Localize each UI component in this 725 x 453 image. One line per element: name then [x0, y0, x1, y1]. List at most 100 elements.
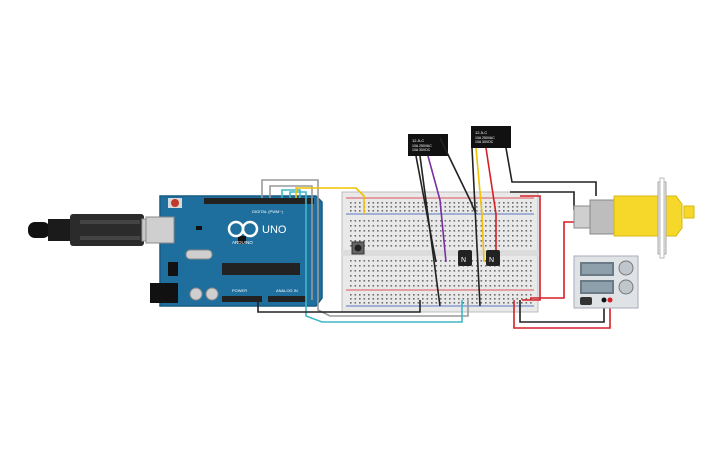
breadboard-hole: [503, 275, 505, 277]
breadboard-hole: [426, 240, 429, 242]
breadboard-hole: [440, 294, 442, 296]
breadboard-hole: [377, 285, 379, 287]
breadboard-hole: [377, 240, 379, 242]
breadboard-hole: [359, 260, 361, 262]
breadboard-hole: [359, 235, 361, 237]
breadboard-hole: [525, 240, 528, 242]
breadboard-hole: [363, 280, 366, 282]
arduino-board[interactable]: [145, 195, 323, 307]
breadboard-hole: [449, 210, 451, 212]
breadboard-hole: [413, 206, 415, 208]
breadboard-hole: [471, 260, 474, 262]
breadboard-hole: [417, 294, 420, 296]
breadboard-hole: [444, 298, 447, 300]
breadboard-hole: [426, 298, 429, 300]
breadboard-hole: [485, 225, 487, 227]
breadboard-hole: [467, 270, 469, 272]
breadboard-hole: [426, 225, 429, 227]
breadboard-hole: [381, 298, 384, 300]
breadboard-hole: [377, 202, 379, 204]
breadboard-hole: [386, 298, 388, 300]
breadboard-hole: [503, 270, 505, 272]
breadboard-hole: [390, 202, 393, 204]
breadboard-hole: [350, 275, 352, 277]
transistor-1-label: N: [461, 257, 466, 264]
breadboard-hole: [422, 285, 424, 287]
breadboard-hole: [372, 240, 375, 242]
dc-motor[interactable]: [573, 177, 695, 259]
relay-2[interactable]: [471, 126, 511, 148]
transistor-1[interactable]: [458, 250, 472, 266]
breadboard-hole: [507, 210, 510, 212]
breadboard-hole: [462, 245, 465, 247]
breadboard-hole: [476, 220, 478, 222]
breadboard-hole: [480, 265, 483, 267]
breadboard-hole: [435, 206, 438, 208]
breadboard-hole: [386, 285, 388, 287]
breadboard-hole: [422, 235, 424, 237]
breadboard-hole: [368, 225, 370, 227]
breadboard-hole: [372, 270, 375, 272]
breadboard-hole: [458, 220, 460, 222]
transistor-2[interactable]: [486, 250, 500, 266]
breadboard-hole: [368, 235, 370, 237]
breadboard-hole: [494, 298, 496, 300]
breadboard-hole: [453, 285, 456, 287]
breadboard-hole: [480, 270, 483, 272]
breadboard-hole: [368, 302, 370, 304]
breadboard-hole: [408, 225, 411, 227]
breadboard-hole: [372, 280, 375, 282]
breadboard-hole: [386, 210, 388, 212]
breadboard-hole: [458, 235, 460, 237]
power-supply[interactable]: [573, 255, 639, 309]
breadboard[interactable]: [341, 191, 539, 313]
breadboard-hole: [507, 240, 510, 242]
wires: [257, 137, 611, 329]
breadboard-hole: [399, 270, 402, 272]
breadboard-hole: [525, 245, 528, 247]
breadboard-hole: [449, 280, 451, 282]
breadboard-hole: [503, 220, 505, 222]
breadboard-hole: [525, 280, 528, 282]
breadboard-hole: [521, 220, 523, 222]
breadboard-hole: [449, 235, 451, 237]
breadboard-hole: [359, 230, 361, 232]
breadboard-hole: [381, 270, 384, 272]
breadboard-hole: [503, 260, 505, 262]
push-button[interactable]: [351, 241, 365, 255]
breadboard-hole: [381, 220, 384, 222]
breadboard-hole: [372, 202, 375, 204]
breadboard-hole: [467, 210, 469, 212]
breadboard-hole: [476, 285, 478, 287]
breadboard-hole: [449, 240, 451, 242]
breadboard-hole: [377, 294, 379, 296]
breadboard-hole: [395, 270, 397, 272]
relay-2-line-2: 10A 30VDC: [475, 140, 494, 144]
breadboard-hole: [444, 280, 447, 282]
breadboard-hole: [462, 302, 465, 304]
breadboard-hole: [512, 210, 514, 212]
breadboard-hole: [530, 235, 532, 237]
breadboard-hole: [350, 265, 352, 267]
breadboard-hole: [449, 202, 451, 204]
breadboard-hole: [359, 265, 361, 267]
breadboard-hole: [498, 230, 501, 232]
breadboard-hole: [512, 270, 514, 272]
breadboard-hole: [440, 260, 442, 262]
breadboard-hole: [368, 294, 370, 296]
breadboard-hole: [368, 220, 370, 222]
breadboard-hole: [498, 202, 501, 204]
breadboard-hole: [462, 202, 465, 204]
breadboard-hole: [417, 202, 420, 204]
breadboard-hole: [485, 240, 487, 242]
breadboard-hole: [354, 210, 357, 212]
relay-1-line-1: 10A 250VAC: [412, 144, 432, 148]
breadboard-hole: [458, 294, 460, 296]
breadboard-hole: [368, 298, 370, 300]
relay-1[interactable]: [408, 134, 448, 156]
breadboard-hole: [521, 298, 523, 300]
breadboard-hole: [467, 202, 469, 204]
breadboard-hole: [453, 240, 456, 242]
breadboard-hole: [440, 235, 442, 237]
breadboard-hole: [516, 210, 519, 212]
